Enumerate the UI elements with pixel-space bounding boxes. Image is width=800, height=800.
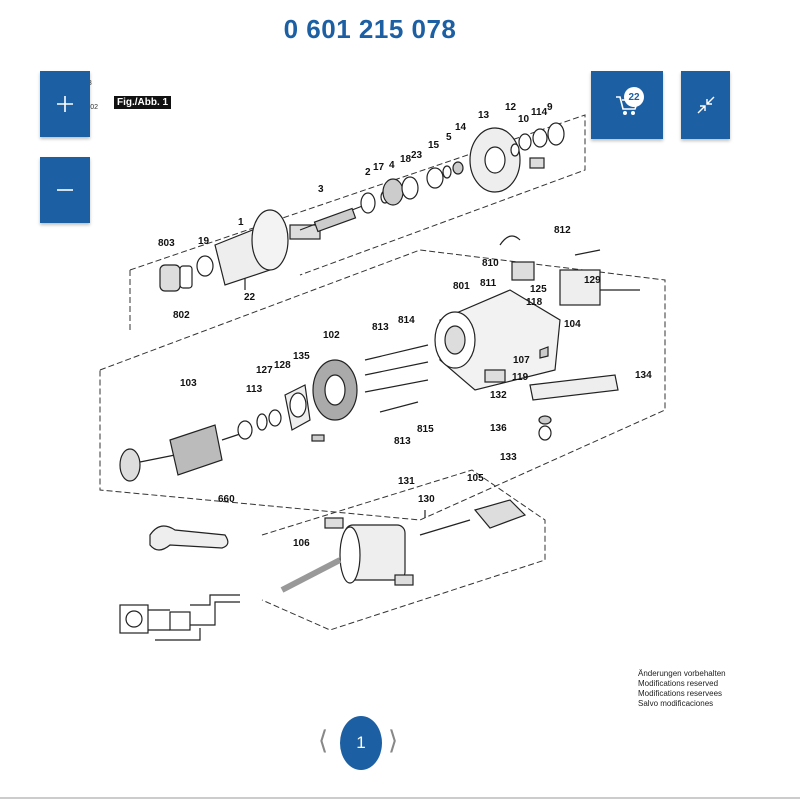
part-number-label: 103 [180,378,197,389]
upper-assembly [159,122,565,292]
part-number-label: 114 [531,107,548,118]
wiring-schematic [119,594,240,641]
part-number-label: 4 [389,160,395,171]
bottom-divider [0,797,800,799]
lower-frame [261,469,546,631]
part-number-label: 106 [293,538,310,549]
armature-assembly [119,344,429,482]
part-number-label: 12 [505,102,517,113]
part-number-label: 105 [467,473,484,484]
zoom-out-button[interactable] [40,157,90,223]
housing-801 [434,289,619,441]
part-number-label: 134 [635,370,652,381]
part-number-label: 660 [218,494,235,505]
part-number-label: 125 [530,284,547,295]
part-number-label: 1 [238,217,244,228]
part-number-label: 801 [453,281,470,292]
part-number-label: 136 [490,423,507,434]
upper-frame [129,114,586,330]
part-number-label: 18 [400,154,412,165]
part-number-label: 107 [513,355,530,366]
brush-holder-assembly [499,235,640,306]
part-number-label: 815 [417,424,434,435]
part-number-label: 118 [526,297,543,308]
part-number-label: 102 [323,330,340,341]
zoom-in-button[interactable] [40,71,90,137]
part-number-label: 129 [584,275,601,286]
part-number-label: 3 [318,184,324,195]
part-number-label: 17 [373,162,385,173]
part-number-label: 5 [446,132,452,143]
lower-assembly [149,499,527,593]
part-number-label: 23 [411,150,423,161]
modifications-notice: Änderungen vorbehalten Modifications res… [638,669,726,708]
part-number-label: 15 [428,140,440,151]
part-number-label: 814 [398,315,415,326]
part-number-label: 104 [564,319,581,330]
collapse-arrows-icon [697,96,714,114]
part-labels: 1 2 3 4 5 9 10 12 13 14 15 17 18 19 22 2… [158,102,652,549]
minus-icon [57,189,73,191]
chevron-right-icon[interactable]: ⟩ [388,726,399,756]
part-number-label: 13 [478,110,490,121]
part-number-label: 9 [547,102,553,113]
pagination: ⟨ 1 ⟩ [0,716,740,770]
part-number-label: 813 [372,322,389,333]
page-title: 0 601 215 078 [283,14,457,44]
collapse-button[interactable] [681,71,730,139]
part-number-label: 130 [418,494,435,505]
part-number-label: 133 [500,452,517,463]
cart-count-badge: 22 [624,87,644,107]
part-number-label: 802 [173,310,190,321]
part-number-label: 135 [293,351,310,362]
part-number-label: 14 [455,122,467,133]
part-number-label: 22 [244,292,256,303]
part-number-label: 803 [158,238,175,249]
part-number-label: 128 [274,360,291,371]
chevron-left-icon[interactable]: ⟨ [318,726,329,756]
figure-label: Fig./Abb. 1 [114,96,172,109]
part-number-label: 810 [482,258,499,269]
part-number-label: 113 [246,384,263,395]
plus-icon [57,96,73,112]
part-number-label: 811 [480,278,497,289]
part-number-label: 131 [398,476,415,487]
cart-button[interactable]: 22 [591,71,663,139]
part-number-label: 119 [512,372,529,383]
part-number-label: 19 [198,236,210,247]
middle-frame [99,249,666,521]
part-number-label: 10 [518,114,530,125]
part-number-label: 132 [490,390,507,401]
part-number-label: 813 [394,436,411,447]
part-number-label: 2 [365,167,371,178]
part-number-label: 812 [554,225,571,236]
current-page-button[interactable]: 1 [340,716,382,770]
part-number-label: 127 [256,365,273,376]
